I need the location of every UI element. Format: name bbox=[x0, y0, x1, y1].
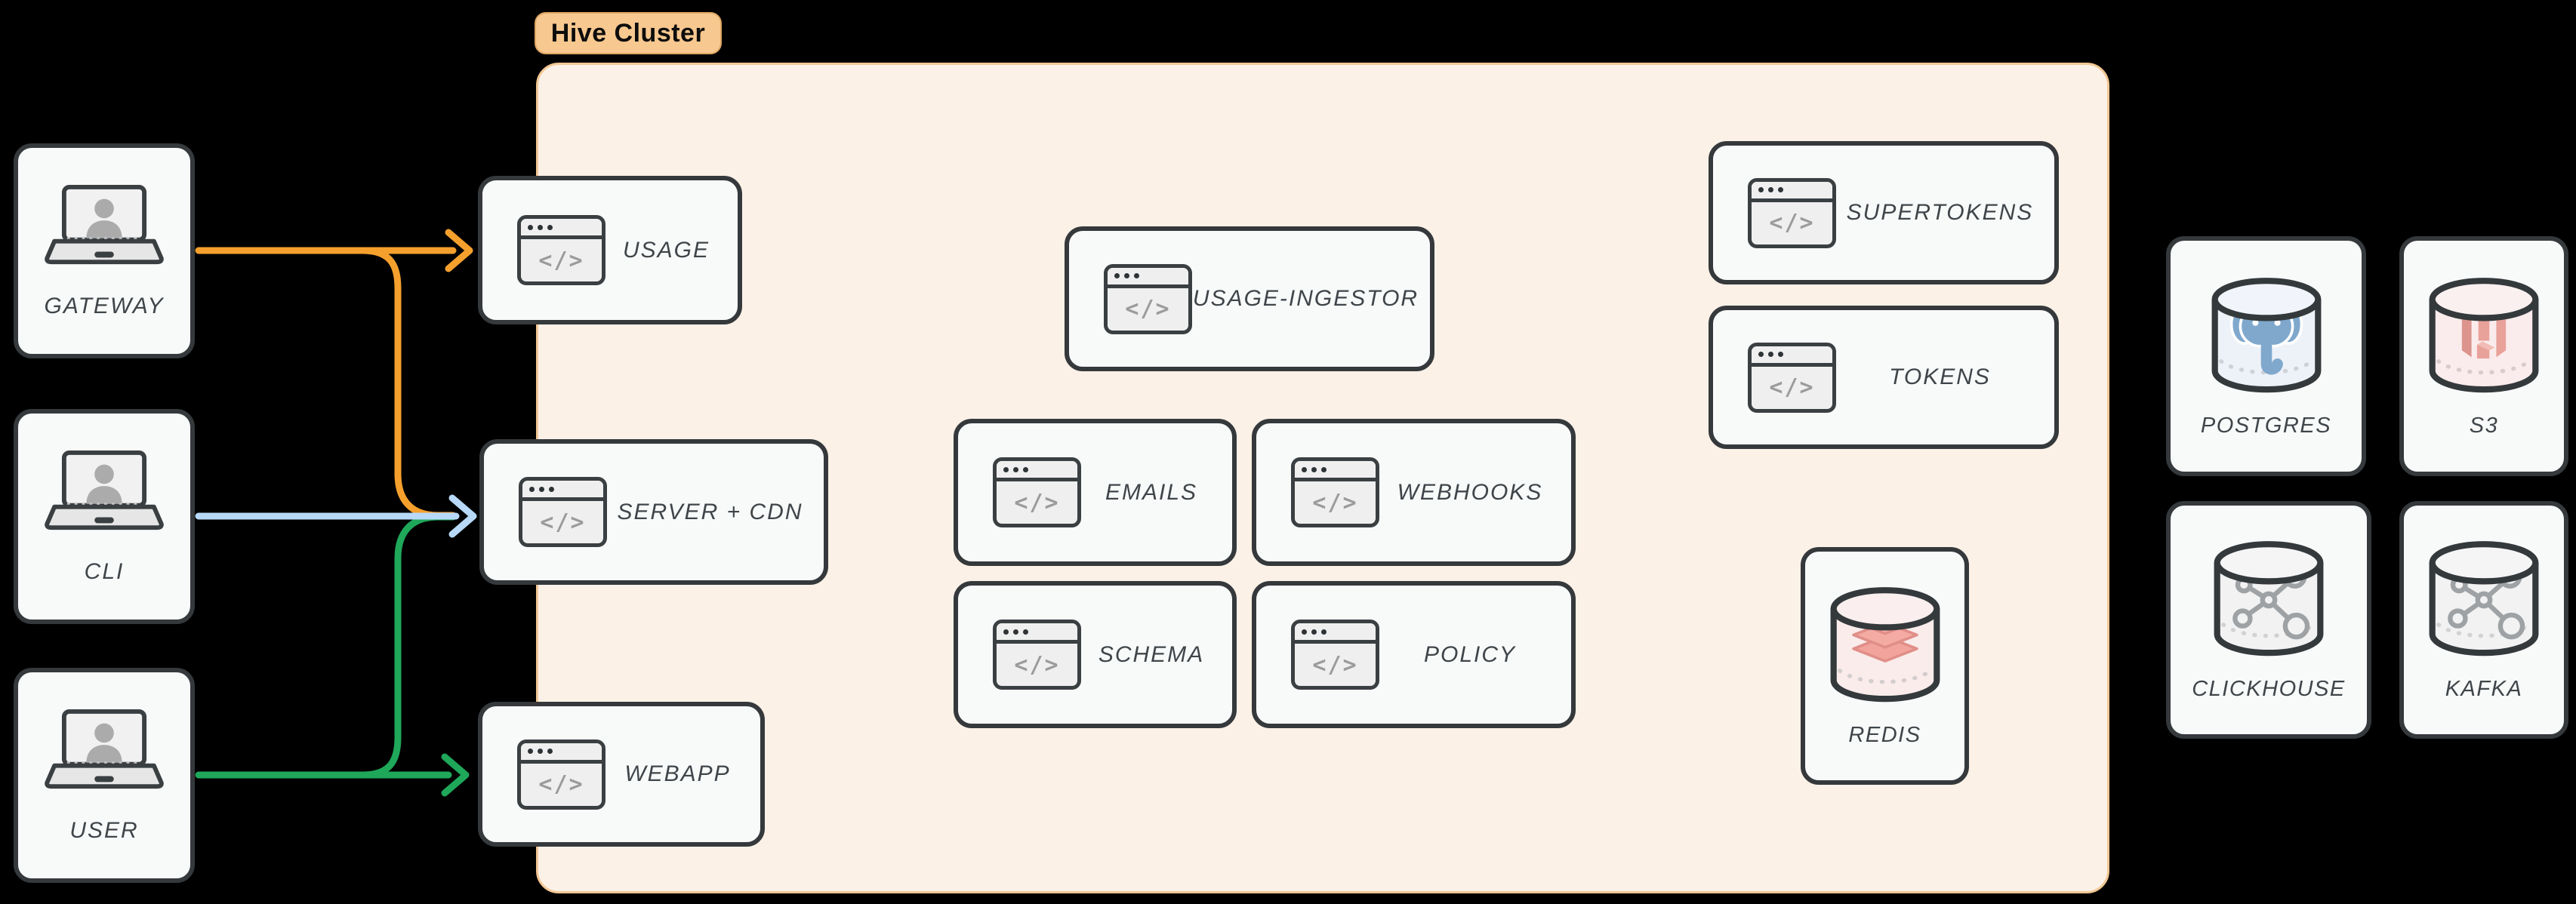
service-node-emails: </> EMAILS bbox=[954, 419, 1237, 566]
edge-gateway-usage bbox=[195, 229, 473, 272]
service-node-label: USAGE-INGESTOR bbox=[1192, 286, 1419, 311]
edge-user-server-cdn bbox=[359, 513, 457, 779]
arrowhead bbox=[448, 494, 477, 538]
laptop-user-icon bbox=[45, 184, 164, 264]
datastore-node-label: KAFKA bbox=[2445, 677, 2523, 701]
arrowhead bbox=[445, 229, 473, 272]
postgres-cylinder-icon bbox=[2211, 277, 2321, 392]
service-node-usage-ingestor: </> USAGE-INGESTOR bbox=[1065, 226, 1434, 371]
service-node-label: WEBAPP bbox=[624, 761, 731, 786]
client-node-label: GATEWAY bbox=[44, 293, 165, 318]
datastore-node-label: CLICKHOUSE bbox=[2192, 677, 2346, 701]
client-node-cli: CLI bbox=[14, 409, 195, 624]
clickhouse-cylinder-icon bbox=[2214, 541, 2324, 656]
kafka-cylinder-icon bbox=[2429, 541, 2539, 656]
service-node-label: TOKENS bbox=[1889, 364, 1991, 389]
service-node-label: POLICY bbox=[1423, 641, 1517, 667]
client-node-user: USER bbox=[14, 668, 195, 883]
laptop-user-icon bbox=[45, 450, 164, 530]
service-node-server-cdn: </> SERVER + CDN bbox=[479, 439, 828, 585]
graph-nodes-glyph bbox=[2448, 564, 2525, 640]
redis-cylinder-icon bbox=[1830, 587, 1940, 703]
service-node-schema: </> SCHEMA bbox=[954, 581, 1237, 728]
service-node-webapp: </> WEBAPP bbox=[478, 702, 765, 847]
service-node-policy: </> POLICY bbox=[1252, 581, 1576, 728]
service-node-tokens: </> TOKENS bbox=[1709, 306, 2059, 449]
service-node-supertokens: </> SUPERTOKENS bbox=[1709, 141, 2059, 284]
code-window-icon: </> bbox=[519, 477, 607, 547]
code-window-icon: </> bbox=[1748, 177, 1836, 248]
datastore-node-redis: REDIS bbox=[1801, 547, 1969, 785]
datastore-node-label: S3 bbox=[2469, 413, 2499, 438]
service-node-label: WEBHOOKS bbox=[1397, 479, 1543, 505]
service-node-label: SERVER + CDN bbox=[617, 499, 803, 524]
service-node-webhooks: </> WEBHOOKS bbox=[1252, 419, 1576, 566]
service-node-usage: </> USAGE bbox=[478, 176, 742, 324]
service-node-label: SCHEMA bbox=[1098, 641, 1205, 667]
code-window-icon: </> bbox=[1748, 342, 1836, 413]
edge-gateway-server-cdn bbox=[359, 247, 457, 519]
client-node-label: CLI bbox=[84, 558, 125, 584]
edge-cli-server-cdn bbox=[195, 494, 477, 538]
code-window-icon: </> bbox=[517, 739, 605, 810]
hive-cluster-badge: Hive Cluster bbox=[535, 12, 722, 54]
client-node-gateway: GATEWAY bbox=[14, 143, 195, 358]
edge-user-webapp bbox=[195, 753, 470, 797]
code-window-icon: </> bbox=[1104, 263, 1192, 334]
hive-cluster-badge-label: Hive Cluster bbox=[550, 18, 706, 48]
code-window-icon: </> bbox=[1291, 620, 1379, 690]
datastore-node-label: REDIS bbox=[1848, 723, 1921, 747]
client-node-label: USER bbox=[69, 817, 139, 843]
code-window-icon: </> bbox=[993, 620, 1081, 690]
laptop-user-icon bbox=[45, 709, 164, 789]
code-window-icon: </> bbox=[517, 215, 605, 285]
service-node-label: SUPERTOKENS bbox=[1846, 200, 2034, 225]
service-node-label: EMAILS bbox=[1105, 479, 1198, 505]
service-node-label: USAGE bbox=[622, 237, 710, 263]
code-window-icon: </> bbox=[993, 457, 1081, 527]
arrowhead bbox=[441, 753, 470, 797]
datastore-node-postgres: POSTGRES bbox=[2166, 236, 2366, 476]
datastore-node-s3: S3 bbox=[2399, 236, 2568, 476]
s3-cylinder-icon bbox=[2429, 277, 2539, 392]
code-window-icon: </> bbox=[1291, 457, 1379, 527]
datastore-node-label: POSTGRES bbox=[2200, 413, 2332, 438]
datastore-node-clickhouse: CLICKHOUSE bbox=[2166, 501, 2371, 739]
datastore-node-kafka: KAFKA bbox=[2399, 501, 2568, 739]
